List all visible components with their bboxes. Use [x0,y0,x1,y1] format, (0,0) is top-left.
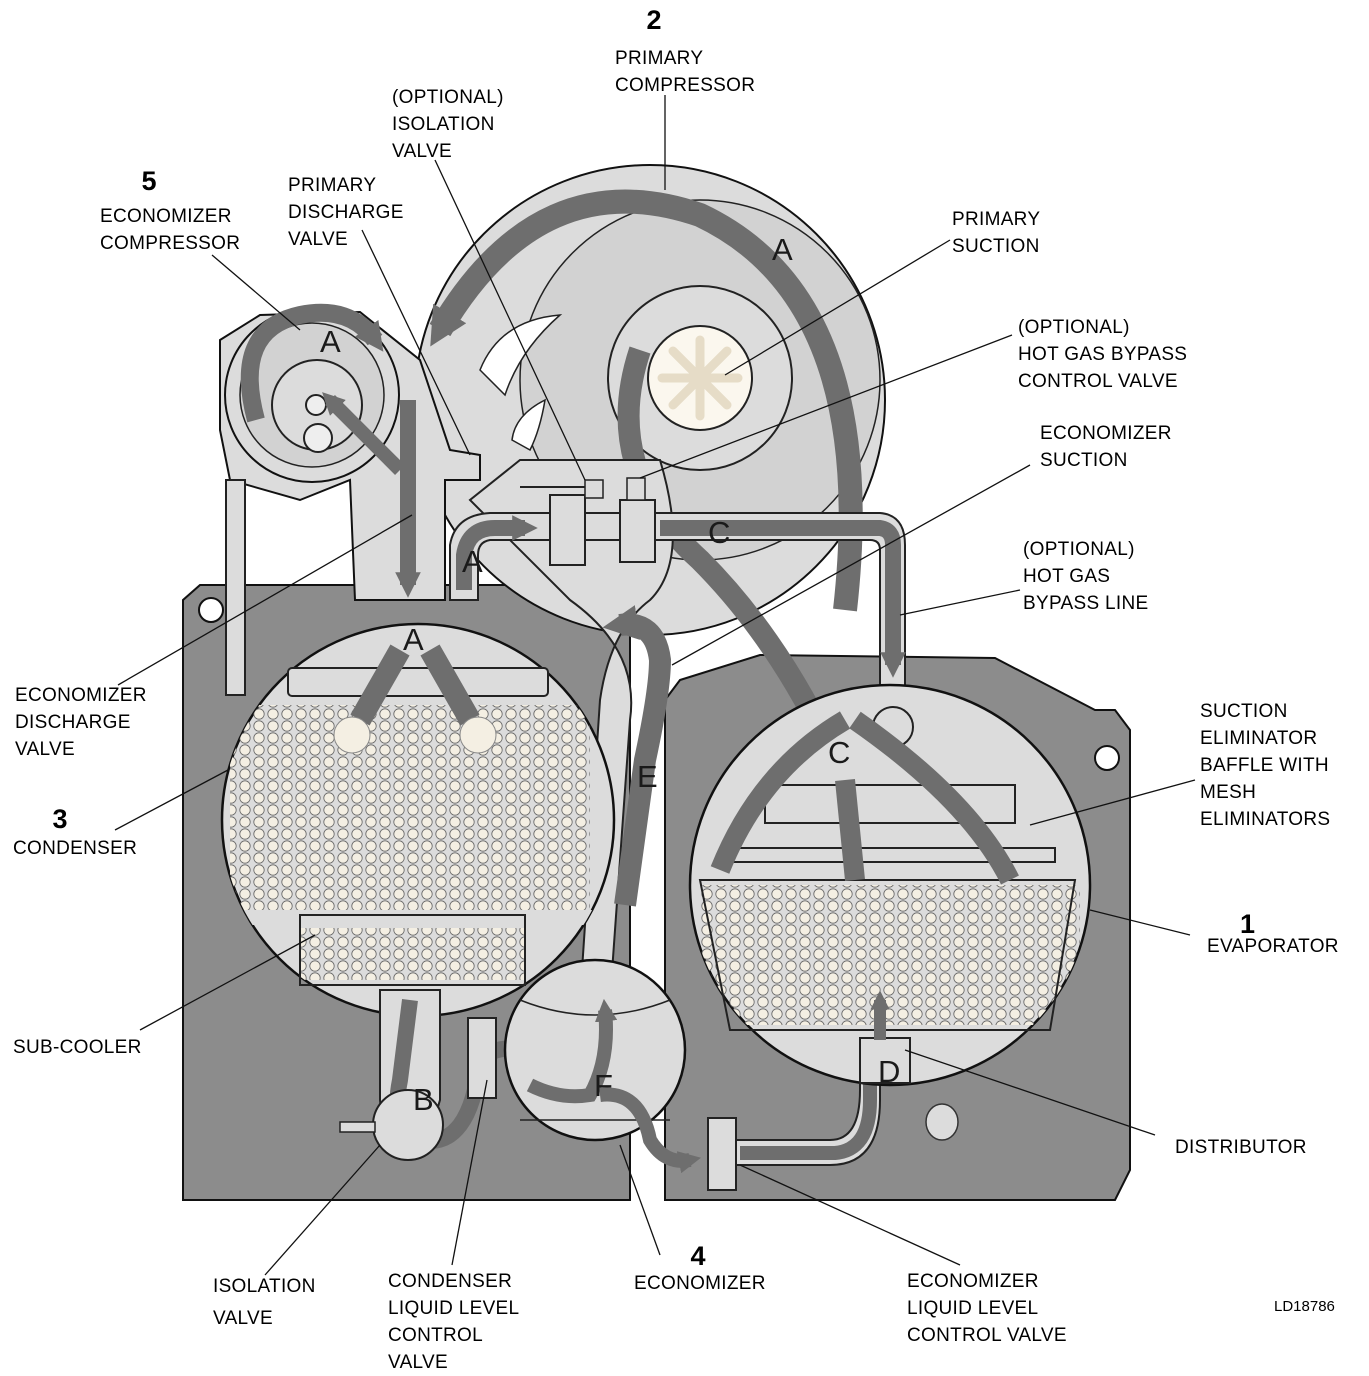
economizer-vessel [505,960,685,1140]
distributor-label: DISTRIBUTOR [1175,1134,1307,1161]
mount-hole-right [1095,746,1119,770]
isolation-valve-shape [550,495,585,565]
primary-compressor-number: 2 [639,6,669,34]
economizer-label: ECONOMIZER [634,1270,766,1297]
flow-letter-c-1: C [708,515,730,550]
economizer-llc-valve-label: ECONOMIZER LIQUID LEVEL CONTROL VALVE [907,1268,1067,1349]
economizer-number: 4 [683,1242,713,1270]
mount-hole-lower [926,1104,958,1140]
condenser-top-baffle [288,668,548,696]
mount-hole-left [199,598,223,622]
flow-letter-e: E [637,759,658,794]
isolation-valve-label: ISOLATION VALVE [213,1271,316,1335]
condenser-shell [222,624,614,1016]
flow-letter-a-1: A [772,232,793,267]
economizer-discharge-valve-label: ECONOMIZER DISCHARGE VALVE [15,682,147,763]
evaporator-label: EVAPORATOR [1207,933,1339,960]
condenser-label: CONDENSER [13,835,137,862]
economizer-compressor-label: ECONOMIZER COMPRESSOR [100,203,240,257]
condenser-llc-valve-shape [468,1018,496,1098]
economizer-compressor-number: 5 [134,167,164,195]
hot-gas-bypass-valve-shape [620,500,655,562]
flow-letter-f: F [594,1068,613,1103]
flow-letter-a-3: A [462,544,483,579]
economizer-llc-valve-shape [708,1118,736,1190]
primary-suction-inlet [648,326,752,430]
hot-gas-bypass-line-label: (OPTIONAL) HOT GAS BYPASS LINE [1023,536,1148,617]
suction-eliminator-label: SUCTION ELIMINATOR BAFFLE WITH MESH ELIM… [1200,698,1330,833]
condenser-llc-valve-label: CONDENSER LIQUID LEVEL CONTROL VALVE [388,1268,519,1376]
optional-isolation-valve-label: (OPTIONAL) ISOLATION VALVE [392,84,504,165]
primary-suction-label: PRIMARY SUCTION [952,206,1040,260]
primary-compressor-label: PRIMARY COMPRESSOR [615,45,755,99]
flow-arrow-evap-mid [845,780,855,880]
flow-letter-d: D [878,1054,900,1089]
flow-letter-a-4: A [403,622,424,657]
hot-gas-bypass-control-valve-label: (OPTIONAL) HOT GAS BYPASS CONTROL VALVE [1018,314,1187,395]
flow-letter-b: B [413,1082,434,1117]
flow-letter-c-2: C [828,735,850,770]
flow-letter-a-2: A [320,324,341,359]
figure-code: LD18786 [1274,1298,1335,1315]
economizer-suction-label: ECONOMIZER SUCTION [1040,420,1172,474]
condenser-number: 3 [45,805,75,833]
sub-cooler-label: SUB-COOLER [13,1034,142,1061]
primary-discharge-valve-label: PRIMARY DISCHARGE VALVE [288,172,404,253]
